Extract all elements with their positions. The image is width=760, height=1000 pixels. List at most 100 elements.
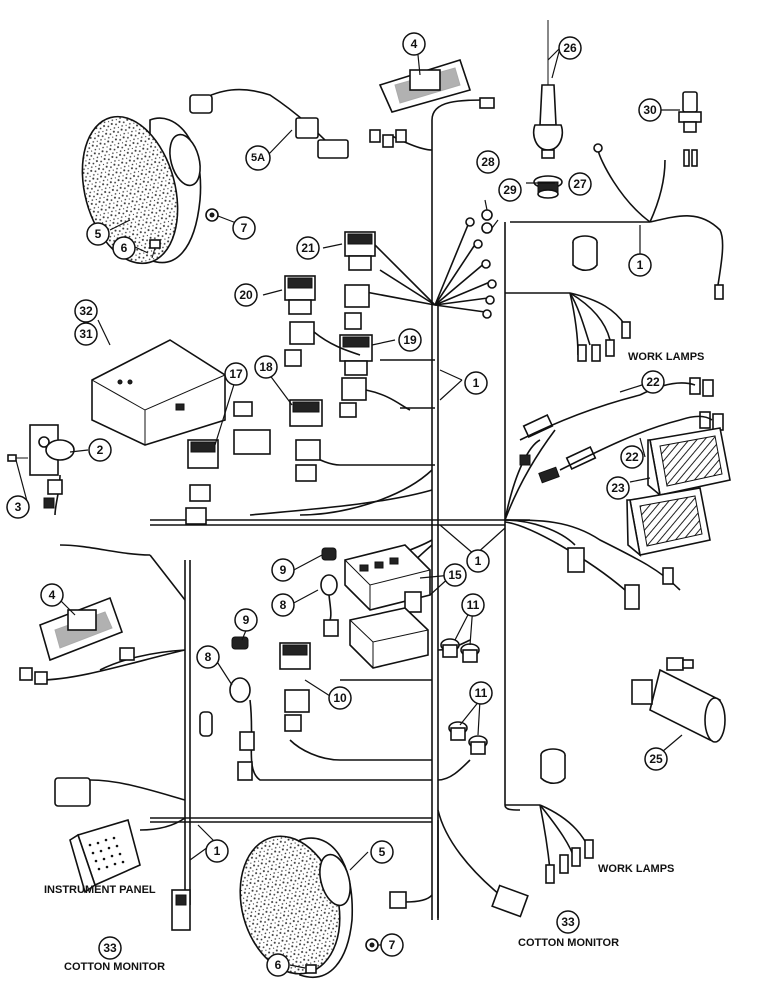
callout-1-left-lower-text: 1 (214, 844, 221, 858)
ring-28-29 (481, 209, 493, 234)
label-work-lamps-lower: WORK LAMPS (598, 863, 674, 875)
fuse-panel-lower (349, 607, 429, 669)
nut-7-upper (205, 208, 219, 222)
callout-29: 29 (498, 178, 522, 202)
callout-26-text: 26 (563, 41, 577, 55)
callout-6-upper: 6 (112, 236, 136, 260)
callout-9-upper: 9 (271, 558, 295, 582)
lamp-socket-8-upper (320, 574, 339, 637)
callout-28: 28 (476, 150, 500, 174)
work-lamps-23 (519, 427, 731, 558)
ring-terminal-right (714, 284, 724, 300)
callout-29-text: 29 (503, 183, 517, 197)
callout-33-left: 33 (98, 936, 122, 960)
callout-15: 15 (443, 563, 467, 587)
callout-31-text: 31 (79, 327, 93, 341)
callout-4-upper-text: 4 (411, 37, 418, 51)
main-harness (39, 88, 724, 920)
bulbs-11-lower (448, 721, 488, 755)
callout-8-lower: 8 (196, 645, 220, 669)
callout-9-lower-text: 9 (243, 613, 250, 627)
terminals-upper (369, 129, 407, 148)
bulbs-11-upper (440, 638, 480, 663)
callout-32-text: 32 (79, 304, 93, 318)
callout-22-upper-text: 22 (646, 375, 660, 389)
callout-4-lower-text: 4 (49, 588, 56, 602)
callout-30: 30 (638, 98, 662, 122)
callout-19: 19 (398, 328, 422, 352)
callout-25-text: 25 (649, 752, 663, 766)
rocker-switch-21 (344, 231, 376, 271)
label-instrument-panel: INSTRUMENT PANEL (44, 884, 156, 896)
callout-1-center-upper-text: 1 (473, 376, 480, 390)
callout-6-lower: 6 (266, 953, 290, 977)
callout-1-left-lower: 1 (205, 839, 229, 863)
antenna-base-27 (533, 175, 563, 199)
callout-7-lower-text: 7 (389, 938, 396, 952)
callout-21-text: 21 (301, 241, 315, 255)
callout-23: 23 (606, 476, 630, 500)
instrument-panel-connector (54, 711, 213, 931)
rocker-switch-20 (284, 275, 316, 315)
callout-9-upper-text: 9 (280, 563, 287, 577)
callout-5-lower: 5 (370, 840, 394, 864)
work-lamp-upper (572, 235, 631, 362)
callout-21: 21 (296, 236, 320, 260)
lamp-socket-8-lower (229, 677, 255, 781)
callout-19-text: 19 (403, 333, 417, 347)
callout-1-center-upper: 1 (464, 371, 488, 395)
callout-22-lower-text: 22 (625, 450, 639, 464)
fuse-panel-15 (344, 544, 431, 613)
callout-33-right: 33 (556, 910, 580, 934)
connectors-right-mid (567, 547, 674, 610)
connectors-22 (519, 377, 724, 471)
rocker-switch-17 (185, 439, 219, 525)
lighter-socket-2 (29, 424, 75, 509)
callout-18-text: 18 (259, 360, 273, 374)
callout-11-upper: 11 (461, 593, 485, 617)
callout-5a: 5A (245, 145, 271, 171)
callout-18: 18 (254, 355, 278, 379)
callout-6-lower-text: 6 (275, 958, 282, 972)
callout-1-right-top: 1 (628, 253, 652, 277)
callout-1-right-top-text: 1 (637, 258, 644, 272)
speaker-upper (81, 115, 202, 265)
callout-22-lower: 22 (620, 445, 644, 469)
callout-20-text: 20 (239, 288, 253, 302)
callout-5-upper-text: 5 (95, 227, 102, 241)
callout-22-upper: 22 (641, 370, 665, 394)
callout-11-upper-text: 11 (467, 598, 480, 612)
rocker-switch-18 (289, 399, 323, 482)
callout-28-text: 28 (481, 155, 495, 169)
screw-6-lower (305, 964, 317, 974)
speaker-lower (239, 835, 407, 978)
antenna-26 (532, 20, 564, 159)
connector-17 (233, 401, 271, 455)
callout-32: 32 (74, 299, 98, 323)
switch-connectors-mid (313, 331, 411, 418)
callout-9-lower: 9 (234, 608, 258, 632)
callout-10: 10 (328, 686, 352, 710)
callout-7-lower: 7 (380, 933, 404, 957)
callout-17-text: 17 (229, 367, 243, 381)
callout-31: 31 (74, 322, 98, 346)
callout-11-lower-text: 11 (475, 686, 488, 700)
lamp-cap-9-lower (231, 636, 249, 650)
callout-2-text: 2 (97, 443, 104, 457)
callout-23-text: 23 (611, 481, 625, 495)
connector-4-lower (19, 596, 135, 685)
screw-3 (7, 454, 28, 462)
callout-5-upper: 5 (86, 222, 110, 246)
label-cotton-monitor-left: COTTON MONITOR (64, 961, 165, 973)
callout-33-left-text: 33 (103, 941, 117, 955)
callout-7-upper-text: 7 (241, 221, 248, 235)
callout-5-lower-text: 5 (379, 845, 386, 859)
callout-27: 27 (568, 172, 592, 196)
lamp-cap-9-upper (321, 547, 337, 561)
callout-2: 2 (88, 438, 112, 462)
cotton-monitor-connector (491, 884, 529, 918)
callout-33-right-text: 33 (561, 915, 575, 929)
callout-4-upper: 4 (402, 32, 426, 56)
ring-terminals (465, 143, 603, 319)
